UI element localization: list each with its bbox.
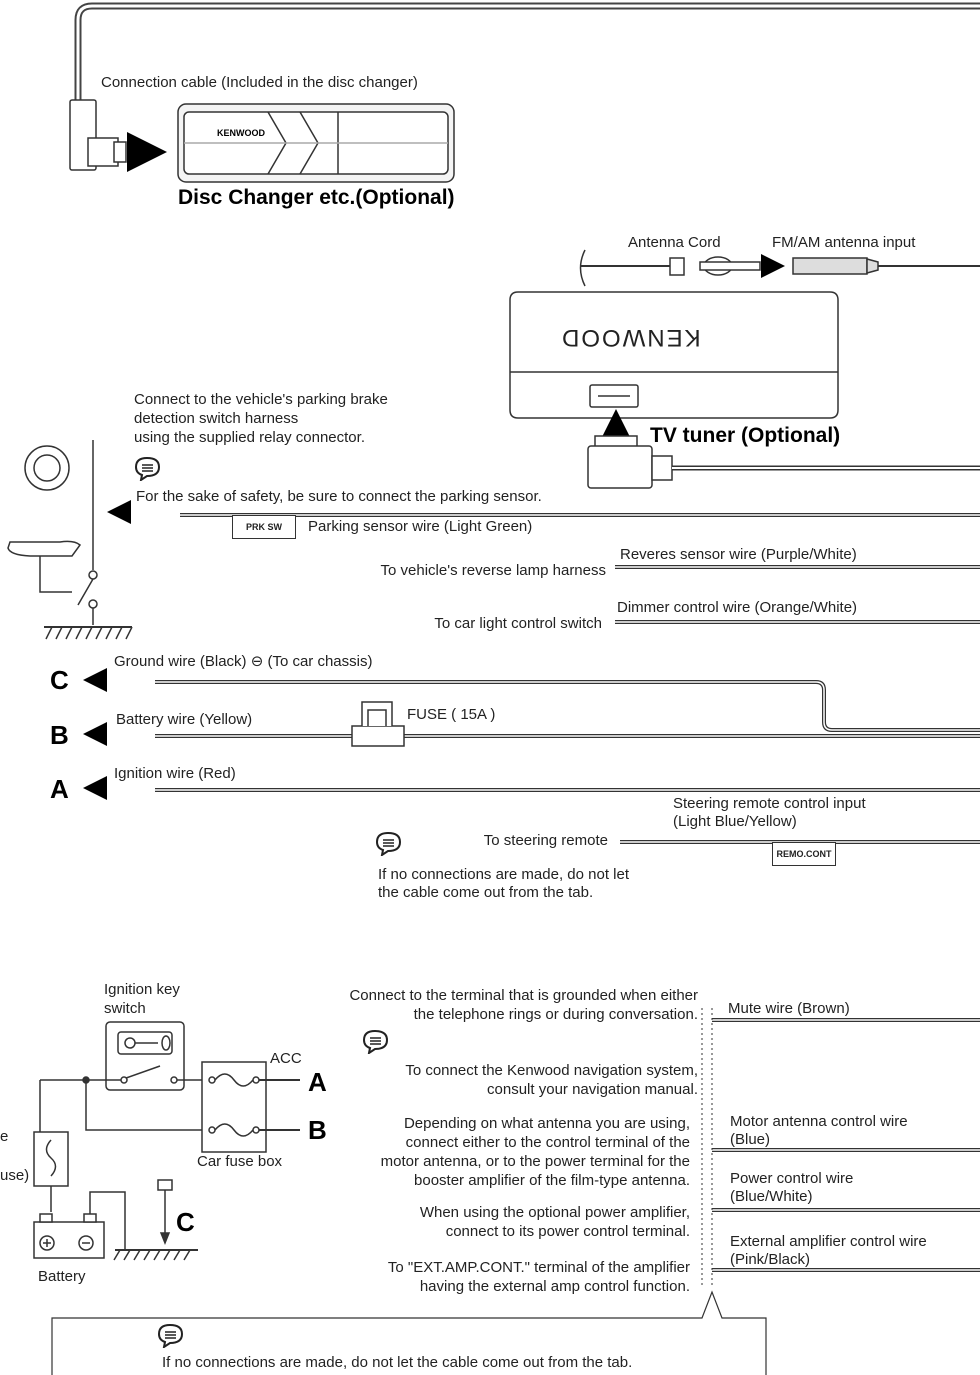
antenna-cord-label: Antenna Cord <box>628 234 721 251</box>
wire-set <box>155 513 980 844</box>
letter-c: C <box>50 665 69 695</box>
cut-left-text-1: e <box>0 1128 9 1145</box>
disc-changer-label: Disc Changer etc.(Optional) <box>178 186 455 209</box>
parking-wire-label: Parking sensor wire (Light Green) <box>308 518 533 535</box>
battery-wire-label: Battery wire (Yellow) <box>116 711 253 728</box>
nav-note-line-1: To connect the Kenwood navigation system… <box>405 1062 698 1079</box>
note-icon <box>362 1029 389 1054</box>
connection-cable-label: Connection cable (Included in the disc c… <box>101 74 418 91</box>
tv-tuner-box <box>509 291 839 419</box>
note-icon <box>134 456 161 481</box>
amp-note-line-1: When using the optional power amplifier, <box>419 1204 690 1221</box>
ignition-key-line-2: switch <box>104 1000 146 1017</box>
acc-label: ACC <box>270 1050 302 1067</box>
tab-note-line-1: If no connections are made, do not let <box>378 866 629 883</box>
power-control-wire-line-1: Power control wire <box>730 1170 854 1187</box>
steering-input-line-1: Steering remote control input <box>673 795 866 812</box>
antenna-note-line-2: connect either to the control terminal o… <box>405 1134 690 1151</box>
reverse-dest-label: To vehicle's reverse lamp harness <box>380 562 606 579</box>
steering-input-line-2: (Light Blue/Yellow) <box>673 813 797 830</box>
tab-note-line-2: the cable come out from the tab. <box>378 884 594 901</box>
antenna-note-line-3: motor antenna, or to the power terminal … <box>380 1153 690 1170</box>
tuner-plug <box>587 435 980 489</box>
mute-wire-label: Mute wire (Brown) <box>728 1000 850 1017</box>
antenna-note-line-4: booster amplifier of the film-type anten… <box>414 1172 690 1189</box>
safety-note: For the sake of safety, be sure to conne… <box>136 488 542 505</box>
kenwood-logo-changer: KENWOOD <box>217 128 265 138</box>
reverse-wire-label: Reveres sensor wire (Purple/White) <box>620 546 857 563</box>
fm-am-input-label: FM/AM antenna input <box>772 234 916 251</box>
dimmer-wire-label: Dimmer control wire (Orange/White) <box>617 599 858 616</box>
parking-brake-switch <box>7 440 133 640</box>
ext-amp-note-line-2: having the external amp control function… <box>419 1278 690 1295</box>
fuse-label: FUSE ( 15A ) <box>407 706 496 723</box>
mute-note-line-1: Connect to the terminal that is grounded… <box>349 987 698 1004</box>
parking-note-line-2: detection switch harness <box>134 410 299 427</box>
cable-plug <box>69 99 127 171</box>
power-circuit <box>33 1021 300 1261</box>
tv-tuner-label: TV tuner (Optional) <box>650 424 841 447</box>
connection-cable <box>74 2 980 108</box>
nav-note-line-2: consult your navigation manual. <box>487 1081 698 1098</box>
prk-sw-tag: PRK SW <box>232 515 296 539</box>
dimmer-dest-label: To car light control switch <box>434 615 602 632</box>
ignition-wire-label: Ignition wire (Red) <box>114 765 236 782</box>
note-icon <box>375 831 402 856</box>
letter-b-circuit: B <box>308 1115 327 1145</box>
steering-dest-label: To steering remote <box>483 832 608 849</box>
ext-amp-note-line-1: To "EXT.AMP.CONT." terminal of the ampli… <box>387 1259 690 1276</box>
letter-b: B <box>50 720 69 750</box>
kenwood-logo-tuner: KENWOOD <box>560 324 701 351</box>
ignition-key-line-1: Ignition key <box>104 981 180 998</box>
fuse-holder <box>351 701 405 747</box>
letter-a: A <box>50 774 69 804</box>
motor-antenna-wire-line-2: (Blue) <box>730 1131 771 1148</box>
parking-note-line-1: Connect to the vehicle's parking brake <box>134 391 388 408</box>
ext-amp-wire-line-1: External amplifier control wire <box>730 1233 927 1250</box>
car-fuse-box-label: Car fuse box <box>197 1153 283 1170</box>
lower-wires <box>51 1008 980 1375</box>
amp-note-line-2: connect to its power control terminal. <box>445 1223 690 1240</box>
note-icon <box>157 1323 184 1348</box>
fm-am-input-plug <box>792 257 980 275</box>
battery-label: Battery <box>38 1268 86 1285</box>
cut-left-text-2: use) <box>0 1167 30 1184</box>
motor-antenna-wire-line-1: Motor antenna control wire <box>730 1113 908 1130</box>
bottom-note: If no connections are made, do not let t… <box>162 1354 633 1371</box>
mute-note-line-2: the telephone rings or during conversati… <box>413 1006 698 1023</box>
ext-amp-wire-line-2: (Pink/Black) <box>730 1251 811 1268</box>
remo-cont-tag: REMO.CONT <box>772 842 836 866</box>
disc-changer-unit <box>177 103 455 183</box>
antenna-cord <box>579 249 761 287</box>
antenna-note-line-1: Depending on what antenna you are using, <box>403 1115 690 1132</box>
ground-wire-label: Ground wire (Black) ⊖ (To car chassis) <box>114 653 373 670</box>
power-control-wire-line-2: (Blue/White) <box>730 1188 813 1205</box>
letter-c-circuit: C <box>176 1207 195 1237</box>
letter-a-circuit: A <box>308 1067 327 1097</box>
parking-note-line-3: using the supplied relay connector. <box>134 429 365 446</box>
